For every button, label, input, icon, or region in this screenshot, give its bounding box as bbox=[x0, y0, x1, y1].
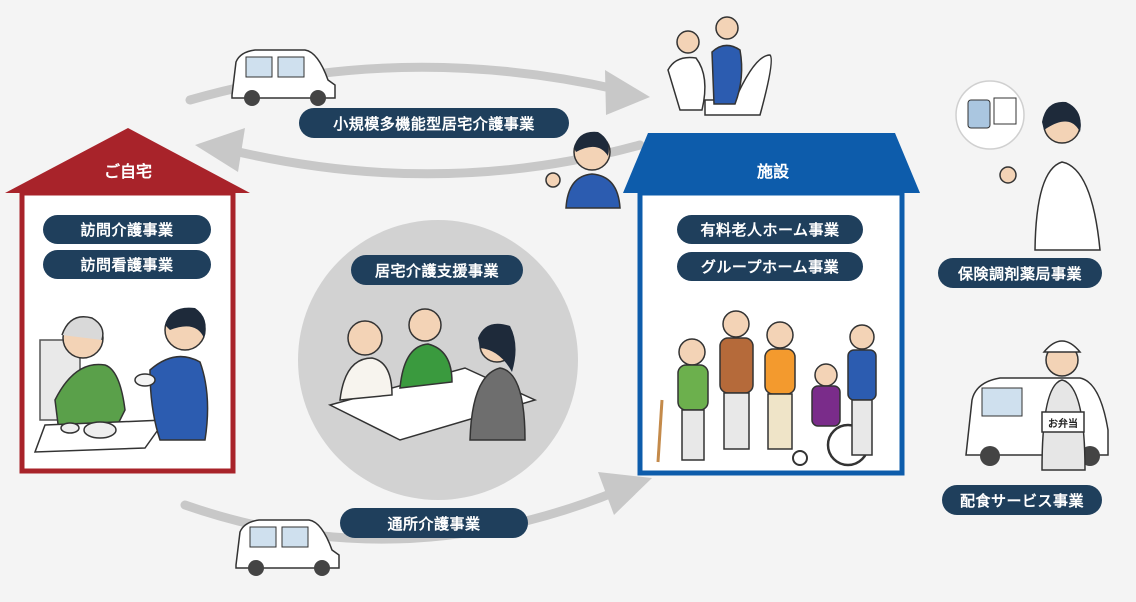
home-service-visiting-care: 訪問介護事業 bbox=[43, 215, 211, 244]
flow-arrow-bottom bbox=[180, 485, 625, 544]
home-title: ご自宅 bbox=[103, 162, 152, 181]
home-service-visiting-nursing: 訪問看護事業 bbox=[43, 250, 211, 279]
car-bottom bbox=[235, 519, 340, 576]
arrowhead-top-left bbox=[195, 128, 245, 172]
facility-residents-illustration bbox=[656, 310, 877, 467]
car-top bbox=[231, 49, 336, 106]
arrowhead-bottom bbox=[598, 472, 652, 515]
flow-label-bottom: 通所介護事業 bbox=[340, 508, 528, 538]
pharmacist-illustration bbox=[955, 80, 1101, 251]
pharmacy-label: 保険調剤薬局事業 bbox=[938, 258, 1102, 288]
transfer-illustration bbox=[667, 16, 772, 116]
facility-house bbox=[623, 133, 920, 476]
meal-delivery-illustration bbox=[965, 340, 1109, 471]
facility-service-nursing-home: 有料老人ホーム事業 bbox=[677, 215, 863, 244]
home-care-illustration bbox=[33, 307, 209, 453]
arrowhead-top-right bbox=[605, 70, 650, 115]
flow-label-top: 小規模多機能型居宅介護事業 bbox=[299, 108, 569, 138]
staff-illustration bbox=[545, 131, 621, 209]
center-care-support-label: 居宅介護支援事業 bbox=[351, 255, 523, 285]
meal-service-label: 配食サービス事業 bbox=[942, 485, 1102, 515]
meal-box-label: お弁当 bbox=[1048, 417, 1078, 430]
facility-service-group-home: グループホーム事業 bbox=[677, 252, 863, 281]
care-support-illustration bbox=[298, 220, 578, 500]
facility-title: 施設 bbox=[756, 162, 789, 181]
